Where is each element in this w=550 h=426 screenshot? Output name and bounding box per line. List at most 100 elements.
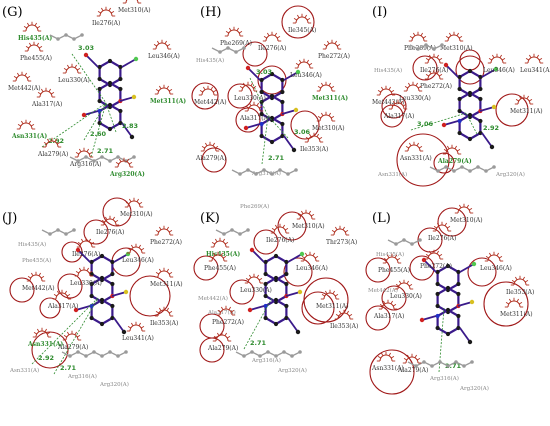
ligand-atom [97,76,102,82]
panel-title: (L) [372,211,391,226]
ligand-bond [249,305,265,311]
residue-contact-circle [459,49,481,71]
ligand-bond [85,54,99,68]
residue-contact-circle [467,257,497,287]
sidechain-atom [246,228,250,232]
sidechain-atom [72,228,76,232]
residue-contact-circle [433,152,455,174]
residue-contact-circle [495,93,529,127]
ligand-bond [421,315,437,321]
ligand-atom [133,56,139,62]
hydrophobic-contact-icon [212,331,232,342]
residue-label: Thr273(A) [326,239,357,246]
hydrogen-bond [31,297,99,365]
residue-label: Ala279(A) [57,344,88,351]
ligand-atom [73,307,79,313]
hydrophobic-contact-icon [154,225,174,236]
panel-J: Met310(A)Ile276(A)Phe272(A)His435(A)Phe4… [2,197,183,388]
residue-label: Met311(A) [150,281,183,288]
ligand-atom [110,303,115,309]
ligand-bond [113,317,125,333]
hydrophobic-contact-icon [62,63,82,74]
ligand-atom [269,71,275,77]
ligand-atom [456,313,461,319]
ligand-atom [284,259,289,265]
residue-label: Met442(A) [198,295,228,302]
residue-label: Ile276(A) [258,45,286,52]
residue-label: Arg320(A) [495,171,525,178]
residue-label: Ile353(A) [506,289,534,296]
residue-label: Arg320(A) [99,381,129,388]
ligand-atom [249,247,255,253]
residue-label: Ile353(A) [150,320,178,327]
ligand-bond [119,96,135,102]
ligand-bond [479,106,495,112]
residue-label: Asn331(A) [9,367,39,374]
residue-label: Leu330(A) [70,280,102,287]
residue-label: Leu346(A) [290,72,322,79]
residue-contact-circle [9,277,35,303]
residue-label: Phe455(A) [204,265,236,272]
hydrogen-bond [410,112,467,131]
hydrogen-bond [261,115,269,165]
panel-title: (I) [372,5,387,20]
ligand-atom [435,291,440,297]
ligand-atom [493,66,499,72]
ligand-atom [273,297,279,303]
residue-sidechain-K [235,350,302,358]
residue-contact-circle [381,285,407,311]
residue-label: Asn331(A) [371,365,404,372]
ligand-atom [99,253,105,259]
residue-contact-circle [396,133,450,187]
hydrogen-bond [267,115,289,139]
ligand-bond [75,305,91,311]
hydrophobic-contact-icon [224,26,244,37]
hydrophobic-contact-icon [376,85,396,96]
hydrophobic-contact-icon [200,141,220,152]
residue-label: Leu341(A) [520,67,550,74]
ligand-atom [467,90,473,96]
sidechain-atom [294,168,298,172]
hydrophobic-contact-icon [42,137,62,148]
ligand-atom [291,147,297,153]
ligand-atom [284,281,289,287]
sidechain-atom [124,350,128,354]
residue-label: Leu330(A) [399,95,431,102]
ligand-atom [89,293,94,299]
residue-label: Met311(A) [150,98,186,105]
ligand-atom [99,321,105,327]
ligand-atom [263,303,268,309]
ligand-G [81,52,139,140]
sidechain-atom [80,33,84,37]
ligand-atom [81,112,87,118]
sidechain-atom [492,165,496,169]
residue-contact-circle [242,41,268,67]
residue-contact-circle [199,337,225,363]
hydrophobic-contact-icon [320,289,340,300]
residue-label: Ala317(A) [383,113,414,120]
residue-label: Phe269(A) [220,40,252,47]
residue-label: Met442(A) [22,285,55,292]
ligand-atom [478,86,483,92]
residue-sidechain-H [231,168,298,176]
bond-distance-label: 3.03 [78,44,94,52]
residue-contact-circle [193,255,219,281]
ligand-atom [89,259,94,265]
residue-label: Ala279(A) [397,367,428,374]
residue-label: Met310(A) [120,211,153,218]
ligand-atom [457,74,462,80]
hydrophobic-contact-icon [154,267,174,278]
hydrophobic-contact-icon [316,111,336,122]
ligand-atom [421,257,427,263]
bond-distance-label: 2.92 [38,354,54,362]
ligand-bond [121,122,133,138]
ligand-atom [118,76,123,82]
ligand-atom [469,299,475,305]
residue-label: Phe272(A) [420,263,452,270]
ligand-atom [456,281,461,287]
hydrophobic-contact-icon [408,31,428,42]
residue-label: Ala317(A) [31,101,62,108]
bond-distance-label: 2.71 [268,154,285,162]
ligand-atom [435,325,440,331]
